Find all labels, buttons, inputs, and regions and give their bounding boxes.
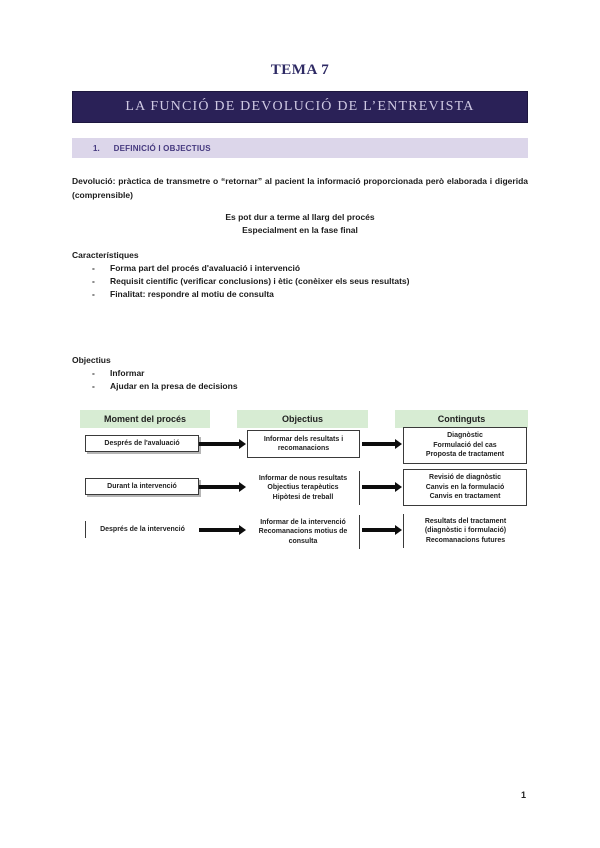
arrow-right-icon	[362, 524, 402, 536]
list-item: - Forma part del procés d'avaluació i in…	[72, 262, 528, 275]
objectives-title: Objectius	[72, 355, 111, 365]
page-number: 1	[520, 790, 526, 800]
arrow-right-icon	[199, 524, 246, 536]
section-number: 1.	[93, 143, 100, 153]
arrow-right-icon	[199, 438, 246, 450]
diagram-contents-box: Diagnòstic Formulació del cas Proposta d…	[403, 427, 527, 464]
definition-line1: Devolució: pràctica de transmetre o “ret…	[72, 176, 528, 186]
definition-line2: (comprensible)	[72, 190, 133, 200]
dash-bullet: -	[92, 276, 95, 286]
dash-bullet: -	[92, 381, 95, 391]
objectives-block: Objectius - Informar - Ajudar en la pres…	[72, 354, 528, 393]
diagram-column-header-moment: Moment del procés	[80, 410, 210, 428]
arrow-right-icon	[362, 438, 402, 450]
diagram-objective-box: Informar de la intervenció Recomanacions…	[247, 515, 360, 549]
main-heading-banner: LA FUNCIÓ DE DEVOLUCIÓ DE L’ENTREVISTA	[72, 91, 528, 123]
section-title: DEFINICIÓ I OBJECTIUS	[113, 143, 211, 153]
section-heading: 1. DEFINICIÓ I OBJECTIUS	[72, 138, 528, 158]
diagram-column-header-objectius: Objectius	[237, 410, 368, 428]
arrow-right-icon	[199, 481, 246, 493]
list-item-text: Requisit científic (verificar conclusion…	[110, 276, 410, 286]
page-title: TEMA 7	[270, 62, 330, 78]
diagram-objective-box: Informar dels resultats i recomanacions	[247, 430, 360, 458]
process-notes: Es pot dur a terme al llarg del procés E…	[72, 211, 528, 237]
list-item: - Finalitat: respondre al motiu de consu…	[72, 288, 528, 301]
diagram-moment-box: Durant la intervenció	[85, 478, 199, 495]
dash-bullet: -	[92, 263, 95, 273]
process-note-1: Es pot dur a terme al llarg del procés	[225, 212, 375, 222]
definition-paragraph: Devolució: pràctica de transmetre o “ret…	[72, 174, 528, 202]
list-item: - Informar	[72, 367, 528, 380]
list-item-text: Informar	[110, 368, 145, 378]
main-heading-text: LA FUNCIÓ DE DEVOLUCIÓ DE L’ENTREVISTA	[125, 99, 475, 114]
process-note-2: Especialment en la fase final	[242, 225, 358, 235]
diagram-contents-box: Revisió de diagnòstic Canvis en la formu…	[403, 469, 527, 506]
dash-bullet: -	[92, 368, 95, 378]
diagram-contents-box: Resultats del tractament (diagnòstic i f…	[403, 514, 527, 548]
list-item-text: Ajudar en la presa de decisions	[110, 381, 238, 391]
list-item: - Ajudar en la presa de decisions	[72, 380, 528, 393]
diagram-objective-box: Informar de nous resultats Objectius ter…	[247, 471, 360, 505]
characteristics-title: Característiques	[72, 250, 139, 260]
characteristics-block: Característiques - Forma part del procés…	[72, 249, 528, 301]
list-item-text: Forma part del procés d'avaluació i inte…	[110, 263, 301, 273]
process-diagram: Moment del procés Objectius Continguts D…	[72, 410, 528, 570]
list-item: - Requisit científic (verificar conclusi…	[72, 275, 528, 288]
diagram-moment-box: Després de la intervenció	[85, 521, 199, 538]
diagram-column-header-continguts: Continguts	[395, 410, 528, 428]
dash-bullet: -	[92, 289, 95, 299]
list-item-text: Finalitat: respondre al motiu de consult…	[110, 289, 274, 299]
arrow-right-icon	[362, 481, 402, 493]
diagram-moment-box: Després de l'avaluació	[85, 435, 199, 452]
